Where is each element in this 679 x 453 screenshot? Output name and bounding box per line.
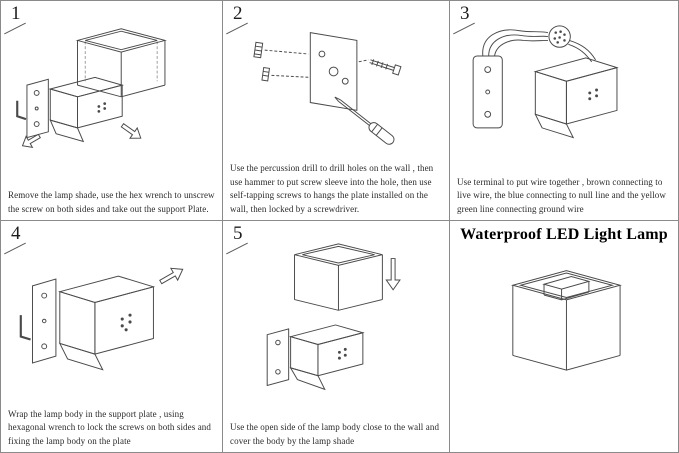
hex-wrench-drawing (19, 315, 31, 341)
step2-number: 2 (233, 3, 243, 24)
step5-caption: Use the open side of the lamp body close… (230, 422, 440, 446)
step1-illustration (16, 28, 167, 148)
wires-to-body-drawing (568, 39, 597, 63)
screw-sleeve-icon (260, 67, 270, 82)
terminal-connector-icon (548, 25, 571, 48)
step3-number: 3 (460, 3, 470, 24)
hex-wrench-drawing (16, 100, 27, 121)
screwdriver-icon (333, 96, 394, 145)
step4-illustration (19, 267, 184, 371)
step5-illustration (266, 243, 401, 391)
arrow-down-left-icon (21, 133, 41, 148)
lamp-body-drawing (288, 324, 365, 391)
wires-drawing (482, 29, 549, 57)
support-plate-drawing (26, 78, 49, 139)
step1-number: 1 (11, 3, 21, 24)
step4-panel: 4 Wrap (1, 221, 223, 452)
wall-plate-drawing (309, 32, 357, 111)
arrow-down-icon (384, 258, 401, 291)
step2-illustration (252, 32, 402, 145)
lamp-body-drawing (48, 76, 125, 143)
lamp-body-drawing (533, 57, 619, 139)
step5-number: 5 (233, 223, 243, 244)
step3-illustration (472, 25, 619, 139)
step3-caption: Use terminal to put wire together , brow… (457, 176, 666, 214)
arrow-down-right-icon (120, 123, 142, 139)
support-plate-drawing (266, 328, 289, 387)
step1-caption: Remove the lamp shade, use the hex wrenc… (8, 190, 215, 214)
support-plate-drawing (32, 278, 57, 364)
step2-panel: 2 (223, 1, 450, 221)
lamp-body-drawing (58, 275, 156, 371)
step4-caption: Wrap the lamp body in the support plate … (8, 408, 211, 446)
inner-module-drawing (541, 275, 591, 301)
screw-sleeve-icon (252, 41, 263, 59)
step3-panel: 3 (450, 1, 678, 221)
arrow-up-right-icon (159, 267, 184, 285)
step4-number: 4 (11, 223, 21, 244)
product-illustration (510, 270, 622, 371)
product-title: Waterproof LED Light Lamp (460, 226, 668, 243)
step5-panel: 5 (223, 221, 450, 452)
finished-lamp-drawing (510, 270, 622, 371)
lamp-shade-drawing (75, 28, 167, 98)
step1-panel: 1 (1, 1, 223, 221)
lamp-shade-drawing (293, 243, 383, 311)
wall-plate-drawing (472, 55, 503, 129)
product-panel: Waterproof LED Light Lamp (450, 221, 678, 452)
self-tapping-screw-icon (368, 59, 402, 76)
step2-caption: Use the percussion drill to drill holes … (230, 163, 434, 214)
